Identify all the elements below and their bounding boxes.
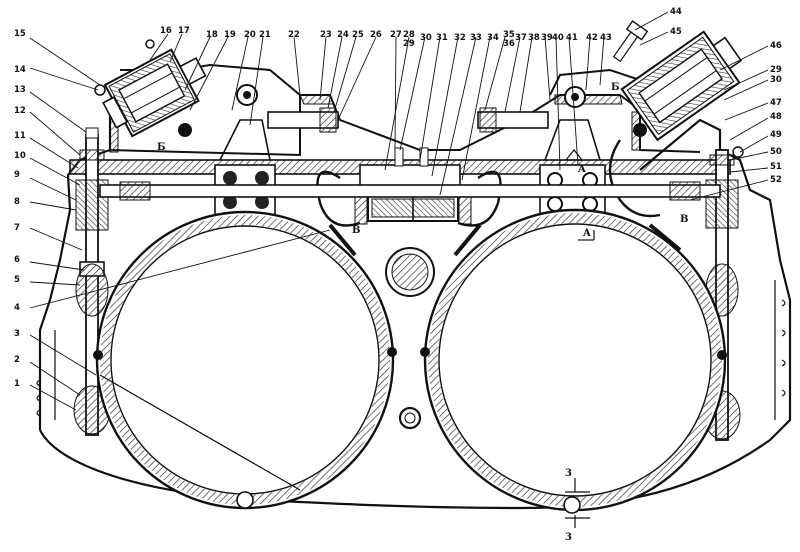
callouts-top-0: 16 [160,26,172,36]
leader-lines [29,11,769,411]
callouts-top-9: 25 [352,30,364,40]
callouts-top-22: 38 [528,33,540,43]
callouts-top-1: 17 [178,26,190,36]
diagonal-struts [99,223,682,491]
callouts-left-3: 12 [14,106,26,116]
section-mark-a-top: A [577,164,586,175]
section-mark-b: Б [157,142,166,153]
callouts-left-12: 3 [14,329,20,339]
callouts-left-9: 6 [14,255,20,265]
callouts-top-19: 35 [503,30,515,40]
callouts-top-21: 37 [515,33,527,43]
callouts-top-25: 41 [566,33,578,43]
callouts-right-9: 51 [770,162,782,172]
right-actuator [612,20,743,142]
callouts-top-8: 24 [337,30,349,40]
callouts-top-15: 31 [436,33,448,43]
callouts-right-6: 48 [770,112,782,122]
callouts-top-4: 20 [244,30,256,40]
callouts-right-5: 47 [770,98,782,108]
callouts-top-18: 34 [487,33,499,43]
callouts-right-4: 30 [770,75,782,85]
callouts-top-12: 28 [403,30,415,40]
right-drum [420,208,727,514]
callouts-top-13: 29 [403,39,415,49]
callouts-left-10: 5 [14,275,20,285]
callouts-top-14: 30 [420,33,432,43]
callouts-top-23: 39 [541,33,553,43]
callouts-left-6: 9 [14,170,20,180]
callouts-top-26: 42 [586,33,598,43]
callouts-left-11: 4 [14,303,20,313]
central-linkage [178,84,661,227]
section-mark-cut-bottom: 3 [565,532,572,543]
callouts-top-3: 19 [224,30,236,40]
callouts-top-6: 22 [288,30,300,40]
callouts-right-8: 50 [770,147,782,157]
callouts-right-3: 29 [770,65,782,75]
callouts-right-1: 45 [670,27,682,37]
horizontal-shaft [99,181,721,201]
callouts-top-7: 23 [320,30,332,40]
callouts-left-13: 2 [14,355,20,365]
callouts-top-5: 21 [259,30,271,40]
callouts-left-14: 1 [14,379,20,389]
section-mark-a-bottom: A [582,228,591,239]
left-drum [93,210,397,510]
callouts-top-24: 40 [552,33,564,43]
callouts-top-16: 32 [454,33,466,43]
left-actuator [94,39,207,138]
callouts-right-0: 44 [670,7,682,17]
callouts-right-2: 46 [770,41,782,51]
section-mark-b-right: Б [611,82,620,93]
section-mark-v-right: В [680,214,688,225]
callouts-top-20: 36 [503,39,515,49]
callouts-top-10: 26 [370,30,382,40]
section-mark-v-left: В [352,225,360,236]
callouts-left-0: 15 [14,29,26,39]
callouts-left-8: 7 [14,223,20,233]
callouts-left-2: 13 [14,85,26,95]
callouts-top-11: 27 [390,30,402,40]
callouts-left-4: 11 [14,131,26,141]
callouts-top-17: 33 [470,33,482,43]
callouts-right-7: 49 [770,130,782,140]
center-shaft [385,247,435,430]
left-tie-rod [73,127,111,436]
section-marks [564,149,595,528]
callouts-top-27: 43 [600,33,612,43]
callouts-left-1: 14 [14,65,26,75]
callouts-top-2: 18 [206,30,218,40]
section-mark-cut-top: 3 [565,468,572,479]
callouts-left-5: 10 [14,151,26,161]
callouts-right-10: 52 [770,175,782,185]
callouts-left-7: 8 [14,197,20,207]
